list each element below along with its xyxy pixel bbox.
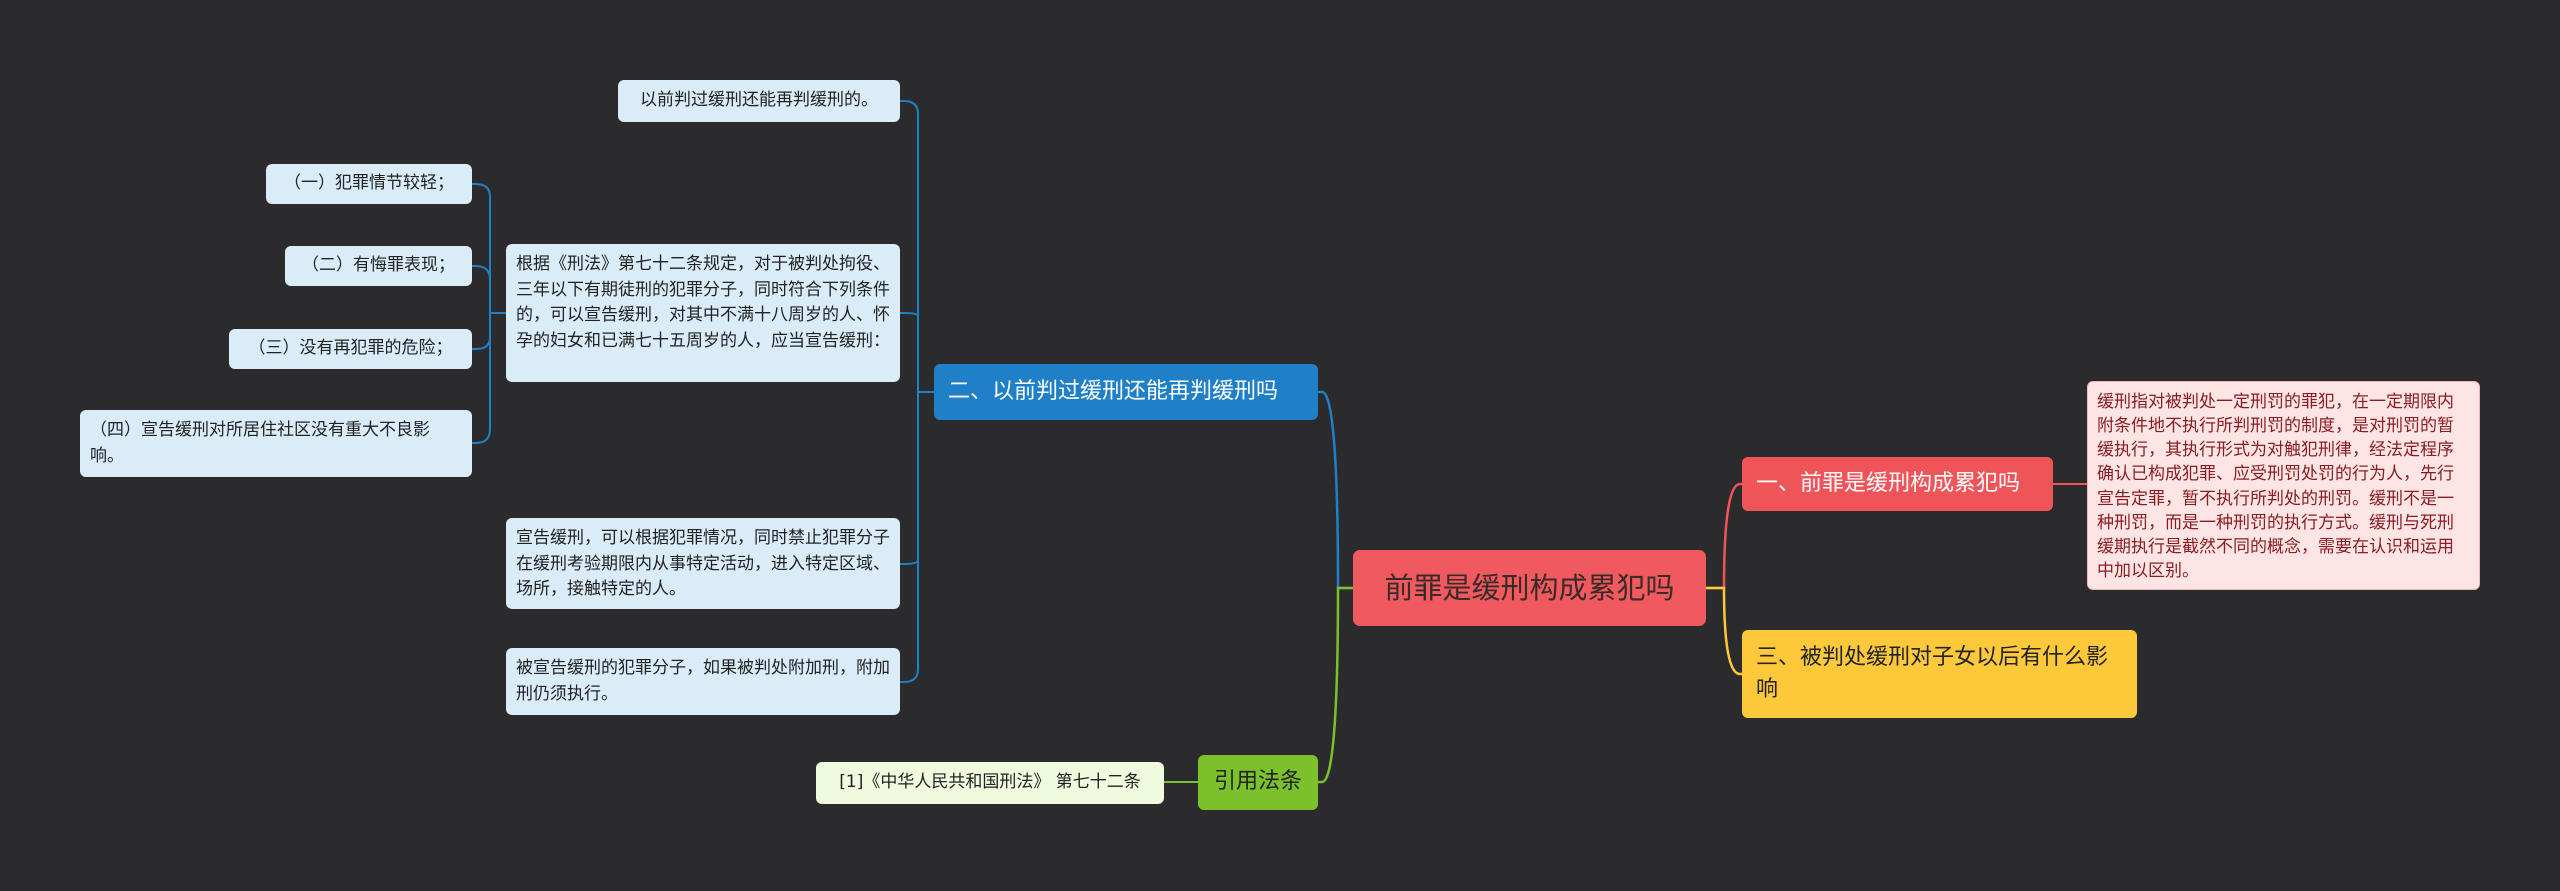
condition-item-2[interactable]: （二）有悔罪表现；: [285, 246, 472, 286]
connector-article-cond2: [472, 265, 506, 314]
branch-two-answer[interactable]: 以前判过缓刑还能再判缓刑的。: [618, 80, 900, 122]
condition-item-4[interactable]: （四）宣告缓刑对所居住社区没有重大不良影响。: [80, 410, 472, 477]
connector-branch-two-answer: [900, 100, 934, 393]
branch-one-detail[interactable]: 缓刑指对被判处一定刑罚的罪犯，在一定期限内附条件地不执行所判刑罚的制度，是对刑罚…: [2087, 381, 2480, 590]
connector-root-branch-three: [1706, 586, 1742, 676]
connector-branch-two-article: [900, 312, 934, 393]
connector-article-cond3: [472, 312, 506, 350]
connector-branch-two-additional: [900, 391, 934, 683]
root-topic-label: 前罪是缓刑构成累犯吗: [1384, 570, 1675, 605]
condition-item-3[interactable]: （三）没有再犯罪的危险；: [229, 329, 472, 369]
connector-root-branch-one: [1706, 482, 1742, 590]
branch-law-topic[interactable]: 引用法条: [1198, 755, 1318, 810]
branch-three-topic[interactable]: 三、被判处缓刑对子女以后有什么影响: [1742, 630, 2137, 718]
branch-two-article[interactable]: 根据《刑法》第七十二条规定，对于被判处拘役、三年以下有期徒刑的犯罪分子，同时符合…: [506, 244, 900, 382]
connector-article-cond1: [472, 183, 506, 314]
branch-two-topic[interactable]: 二、以前判过缓刑还能再判缓刑吗: [934, 364, 1318, 420]
law-reference[interactable]: [1]《中华人民共和国刑法》 第七十二条: [816, 762, 1164, 804]
branch-three-label: 三、被判处缓刑对子女以后有什么影响: [1756, 645, 2109, 702]
branch-two-additional[interactable]: 被宣告缓刑的犯罪分子，如果被判处附加刑，附加刑仍须执行。: [506, 648, 900, 715]
branch-one-topic[interactable]: 一、前罪是缓刑构成累犯吗: [1742, 457, 2053, 511]
connector-article-cond4: [472, 312, 506, 444]
condition-item-1[interactable]: （一）犯罪情节较轻；: [266, 164, 472, 204]
branch-two-label: 二、以前判过缓刑还能再判缓刑吗: [948, 378, 1279, 404]
connector-branch-two-restriction: [900, 391, 934, 565]
branch-law-label: 引用法条: [1213, 769, 1302, 795]
connector-root-branch-law: [1318, 586, 1353, 784]
branch-two-restriction[interactable]: 宣告缓刑，可以根据犯罪情况，同时禁止犯罪分子在缓刑考验期限内从事特定活动，进入特…: [506, 518, 900, 609]
connector-root-branch-two: [1318, 390, 1353, 590]
branch-one-label: 一、前罪是缓刑构成累犯吗: [1756, 470, 2021, 496]
root-topic[interactable]: 前罪是缓刑构成累犯吗: [1353, 550, 1706, 626]
